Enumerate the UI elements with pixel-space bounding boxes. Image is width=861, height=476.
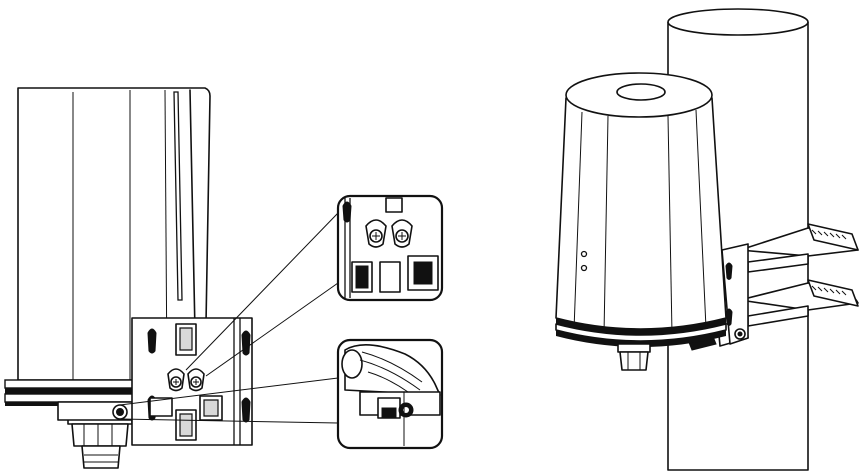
inset-screw-slot-detail [336,194,444,302]
keyhole-slot-icon [241,330,251,356]
right-panel-pole-mounted-view [555,8,859,471]
device-body-mounted [555,72,727,347]
mounted-cable-gland [617,343,651,371]
hose-clamp-straps [739,223,859,327]
keyhole-slot-icon [241,397,251,423]
inset-tightening-screw-detail [336,338,444,450]
left-panel-device-bracket-view [4,87,444,469]
keyhole-slot-icon [147,328,157,354]
leader-lines [119,212,339,424]
mounting-bracket-plate [131,317,253,446]
